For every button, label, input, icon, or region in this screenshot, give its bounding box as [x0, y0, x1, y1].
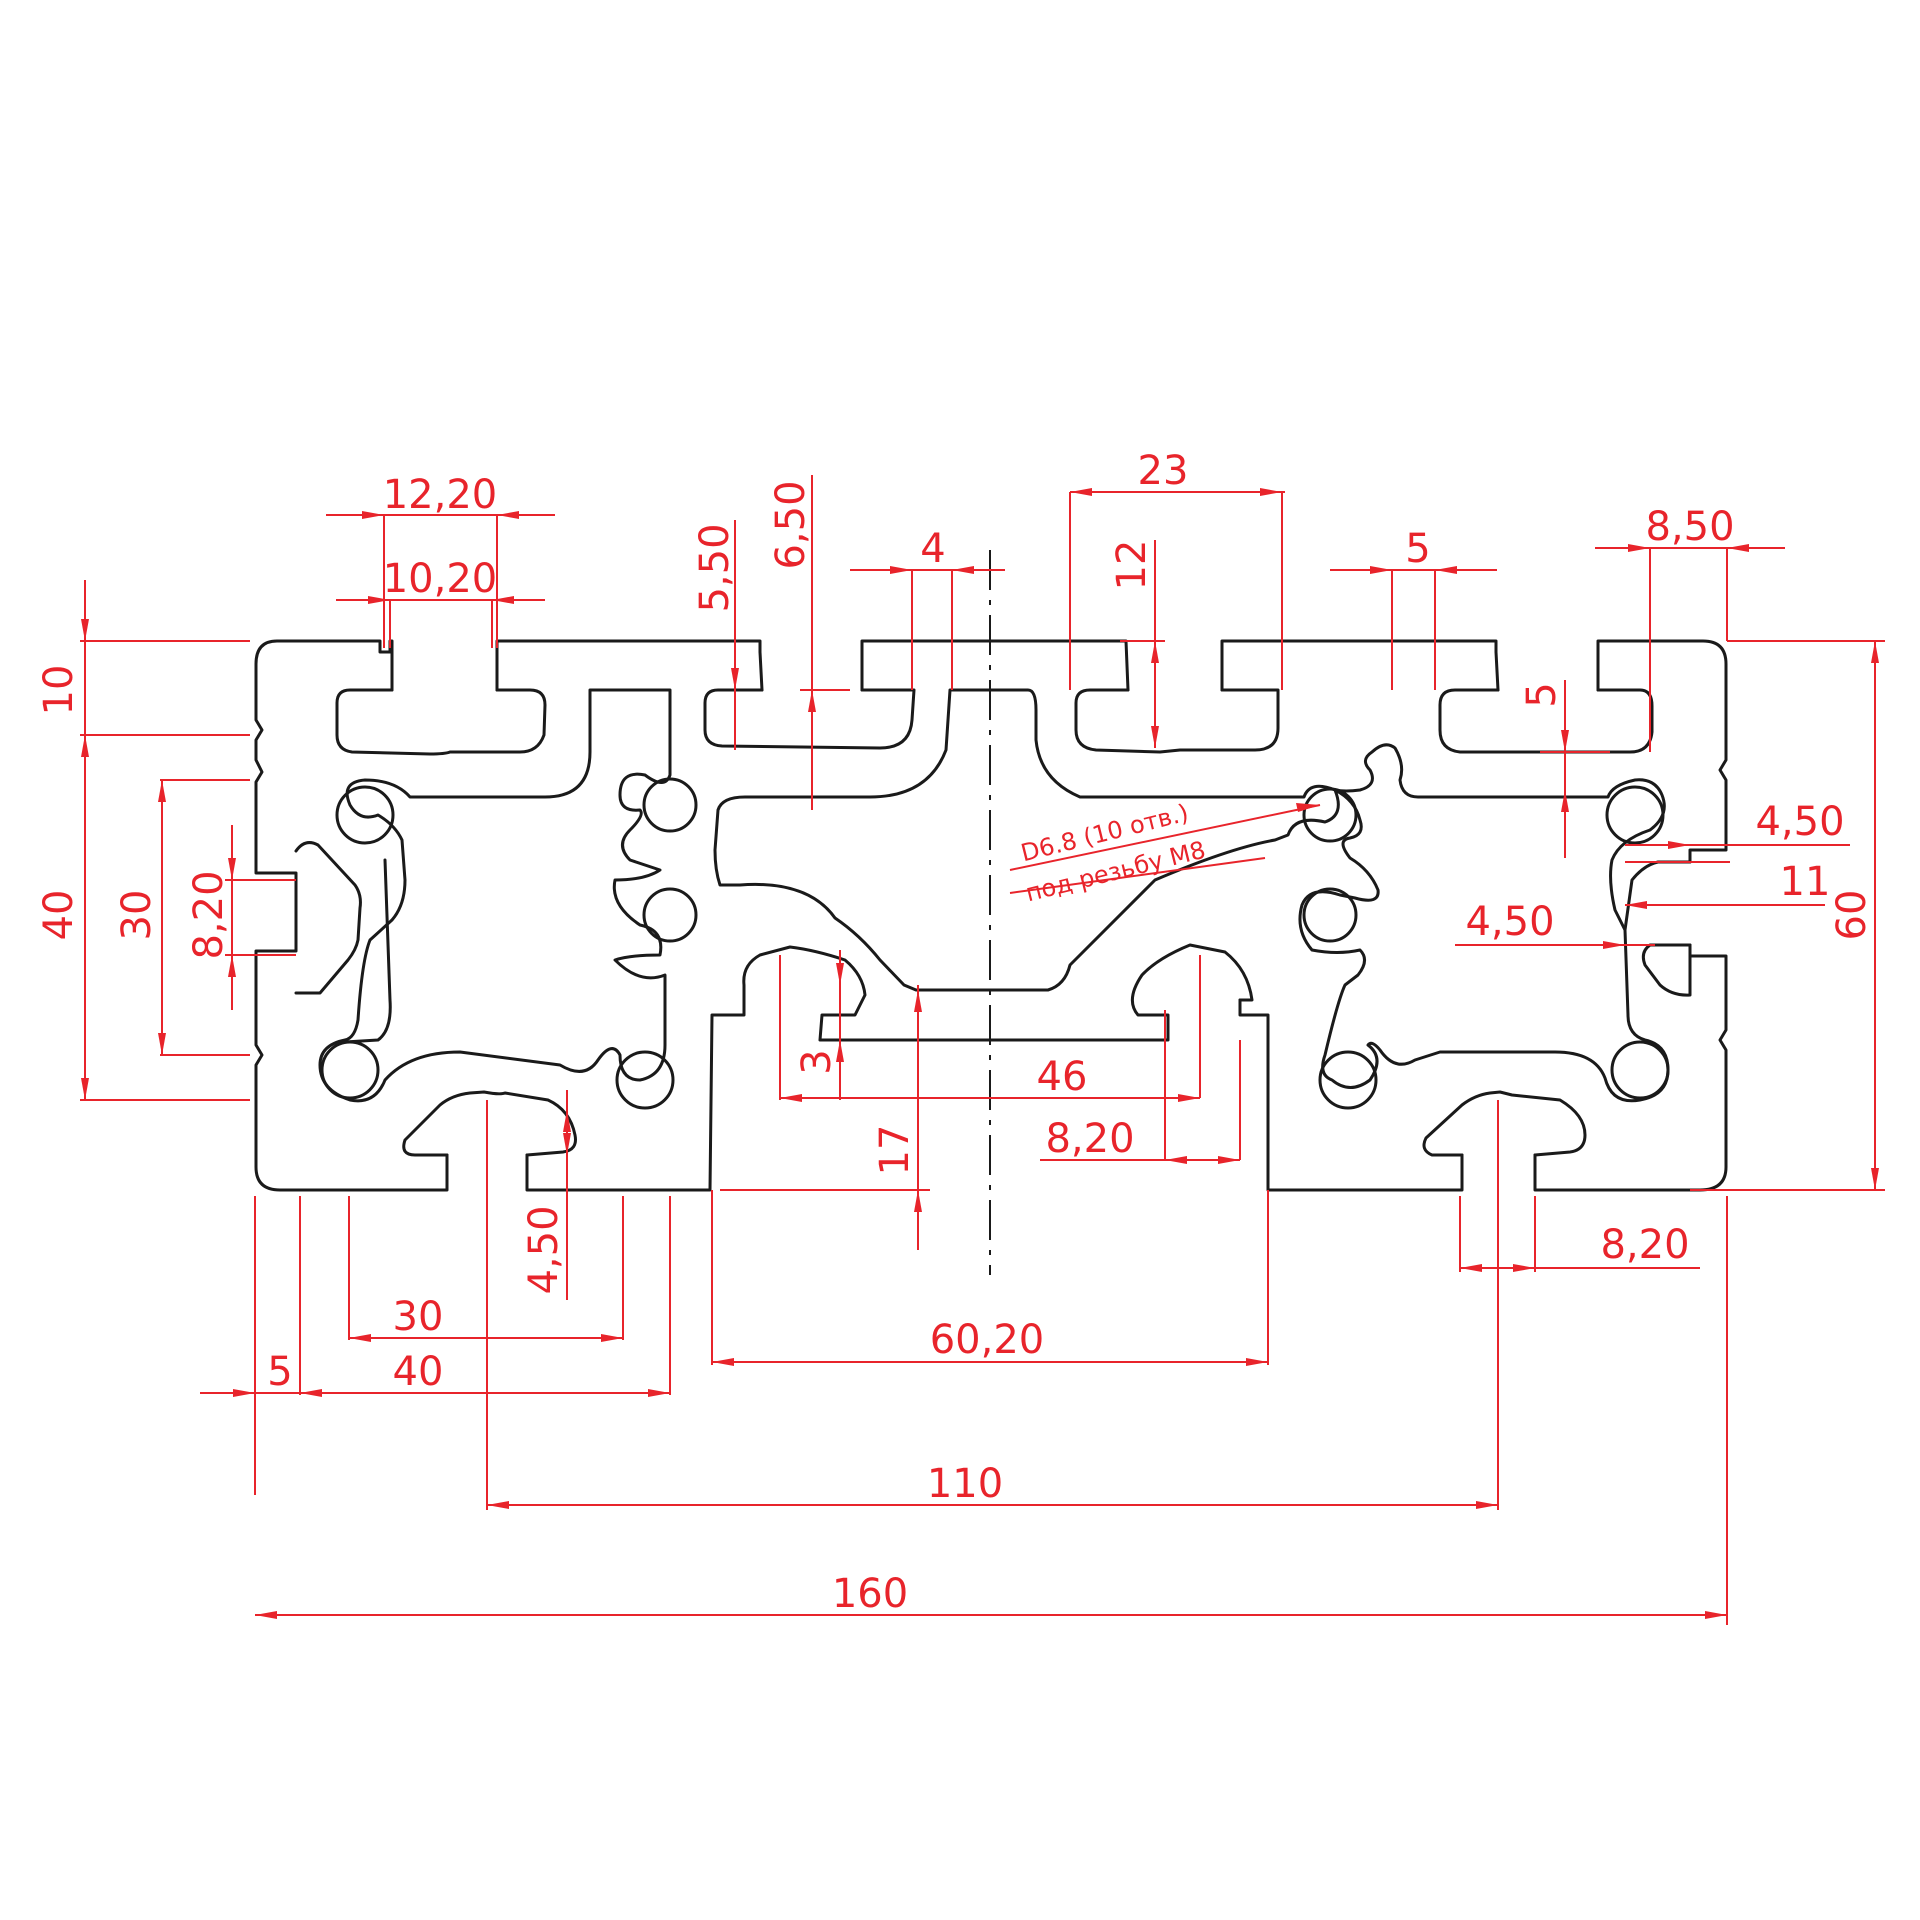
dim-right-slot-offset: 11 [1780, 859, 1831, 905]
dimension-lines [80, 475, 1885, 1625]
dim-center-depth: 12 [1109, 540, 1155, 591]
dim-center-channel: 23 [1138, 448, 1189, 494]
dim-lip-height: 3 [794, 1049, 840, 1074]
dim-bottom-span-40: 40 [393, 1349, 444, 1395]
dim-right-inner-lip: 4,50 [1465, 899, 1554, 945]
dim-right-lip: 4,50 [1755, 799, 1844, 845]
hole-note: D6.8 (10 отв.) под резьбу М8 [1018, 799, 1208, 908]
dim-rib-height: 17 [872, 1125, 918, 1176]
dim-slot-depth-a: 5,50 [692, 523, 738, 612]
dim-height: 60 [1829, 890, 1875, 941]
dim-right-slot-depth: 5 [1519, 682, 1565, 707]
dim-right-slot-width: 5 [1405, 526, 1430, 572]
dim-overall-width: 160 [832, 1571, 908, 1617]
dim-left-slot: 8,20 [186, 870, 232, 959]
dim-center-span: 46 [1037, 1054, 1088, 1100]
dim-left-middle: 40 [36, 890, 82, 941]
dim-bottom-span-30: 30 [393, 1294, 444, 1340]
dim-bottom-slot-width: 8,20 [1045, 1116, 1134, 1162]
dim-right-edge-slot: 8,50 [1645, 504, 1734, 550]
dimension-arrows [81, 488, 1879, 1619]
dim-center-slot-width: 4 [920, 526, 945, 572]
profile-outline [254, 639, 1728, 1192]
dim-left-top: 10 [36, 665, 82, 716]
dim-top-slot-inner: 10,20 [383, 556, 498, 602]
dim-center-gap: 60,20 [930, 1317, 1045, 1363]
dim-bottom-slot-depth: 4,50 [521, 1205, 567, 1294]
dim-bottom-right-slot: 8,20 [1600, 1222, 1689, 1268]
dim-slot-depth-b: 6,50 [768, 480, 814, 569]
dim-edge-5: 5 [267, 1349, 292, 1395]
dimension-labels: 12,20 10,20 5,50 6,50 4 23 12 5 8,50 10 … [36, 448, 1875, 1617]
dim-slot-pitch: 110 [927, 1461, 1003, 1507]
dim-left-inner: 30 [114, 890, 160, 941]
dim-top-slot-outer: 12,20 [383, 472, 498, 518]
